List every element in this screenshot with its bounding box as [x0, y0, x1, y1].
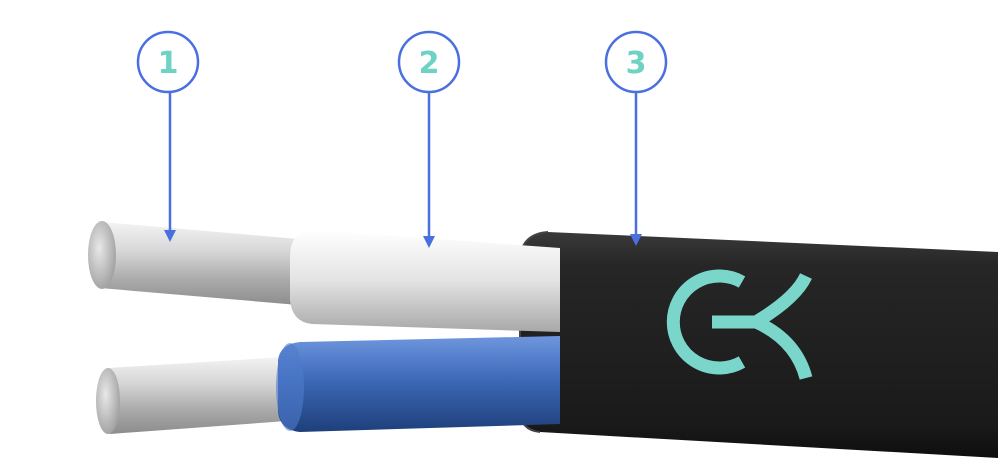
- callout-2: 2: [397, 30, 461, 94]
- white-insulation: [290, 230, 560, 332]
- lower-conductor: [96, 356, 300, 434]
- callout-1: 1: [136, 30, 200, 94]
- callout-3: 3: [604, 30, 668, 94]
- ok-logo-icon: [666, 269, 813, 380]
- upper-conductor: [88, 221, 310, 306]
- outer-sheath: [519, 231, 998, 458]
- leader-line-1: [164, 92, 176, 242]
- callout-2-label: 2: [419, 46, 440, 81]
- leader-line-2: [423, 92, 435, 248]
- callout-1-label: 1: [158, 46, 179, 81]
- callout-3-label: 3: [626, 46, 647, 81]
- blue-insulation: [276, 336, 560, 432]
- leader-line-3: [630, 92, 642, 246]
